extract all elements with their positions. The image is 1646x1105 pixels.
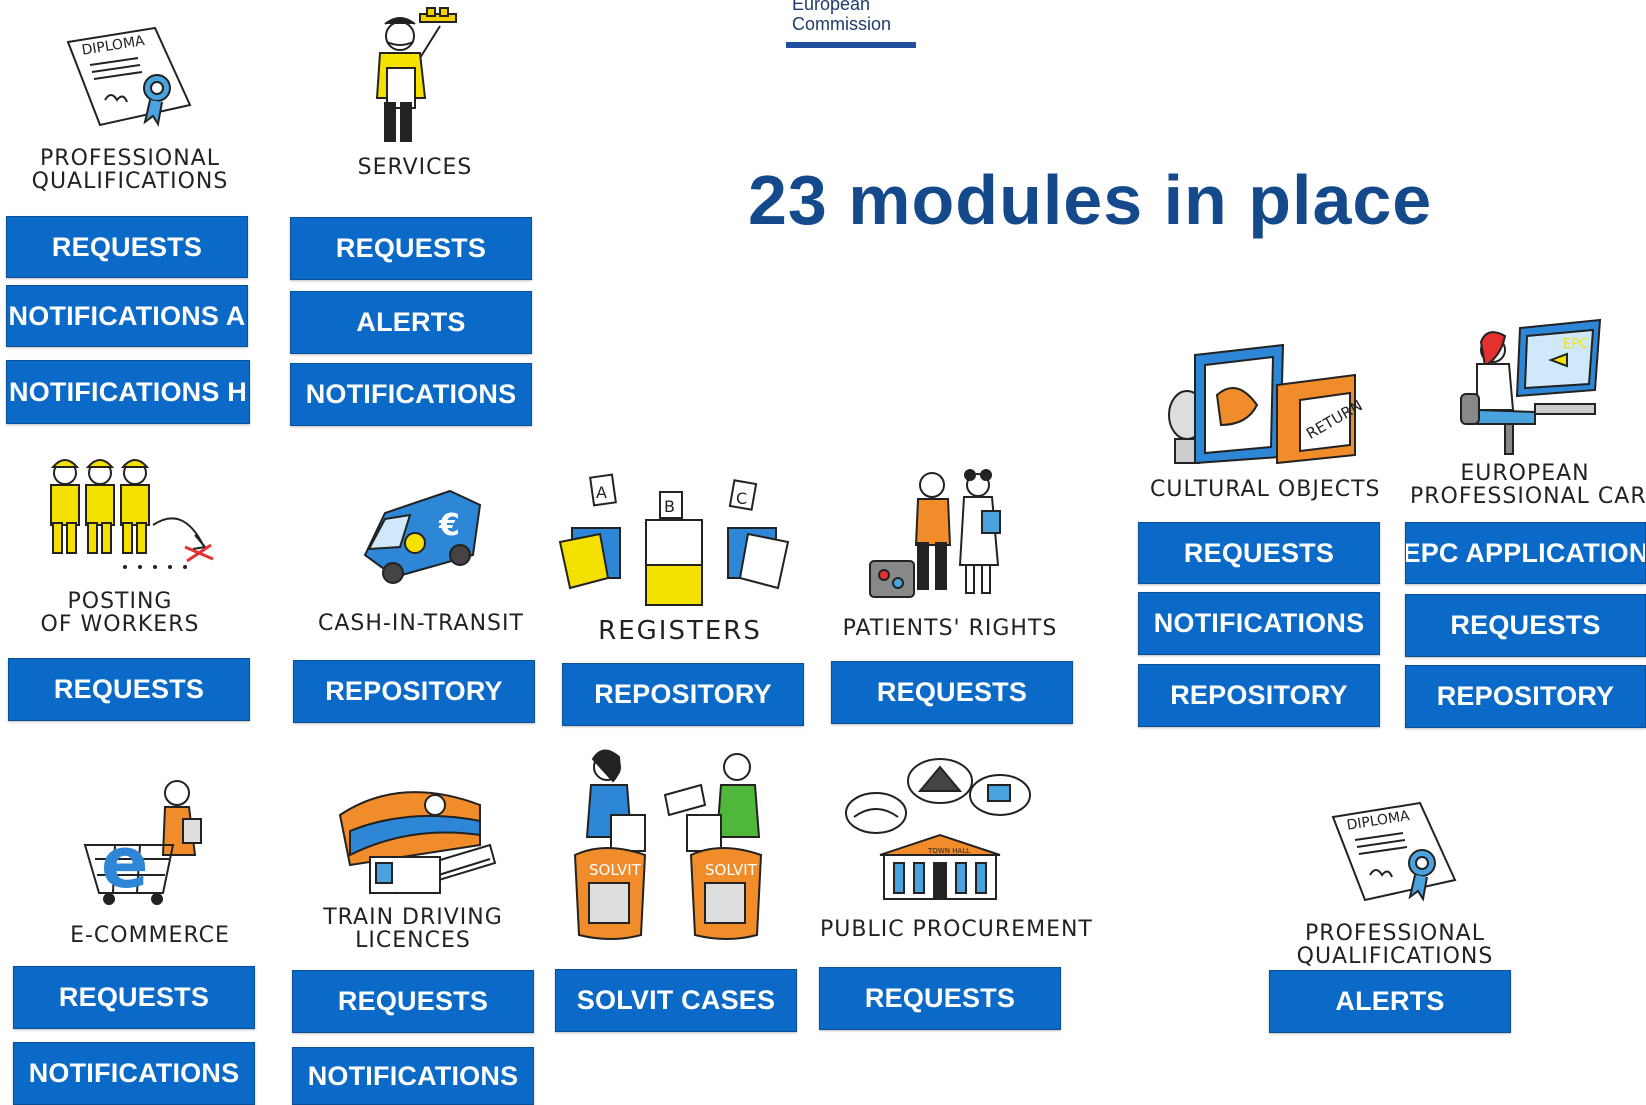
logo-line-1: European xyxy=(792,0,871,14)
caption-european-professional-card: EUROPEAN PROFESSIONAL CARD xyxy=(1410,461,1646,509)
svg-text:A: A xyxy=(596,483,607,502)
patients-rights-requests-button[interactable]: REQUESTS xyxy=(831,661,1073,724)
epc-repository-button[interactable]: REPOSITORY xyxy=(1405,665,1646,728)
cultural-requests-button[interactable]: REQUESTS xyxy=(1138,522,1380,584)
caption-posting-of-workers: POSTING OF WORKERS xyxy=(40,589,200,637)
caption-registers: REGISTERS xyxy=(598,616,762,646)
svg-text:e: e xyxy=(101,822,148,904)
services-requests-button[interactable]: REQUESTS xyxy=(290,217,532,280)
services-notifications-button[interactable]: NOTIFICATIONS xyxy=(290,363,532,426)
town-hall-icon: TOWN HALL xyxy=(845,758,1031,900)
cash-in-transit-repository-button[interactable]: REPOSITORY xyxy=(293,660,535,723)
diploma-icon: DIPLOMA xyxy=(66,26,192,127)
cultural-repository-button[interactable]: REPOSITORY xyxy=(1138,664,1380,727)
patient-doctor-icon xyxy=(869,469,1001,598)
caption-services: SERVICES xyxy=(357,155,473,180)
caption-patients-rights: PATIENTS' RIGHTS xyxy=(842,616,1058,641)
epc-application-button[interactable]: EPC APPLICATION xyxy=(1405,522,1646,584)
pq-notifications-h-button[interactable]: NOTIFICATIONS H xyxy=(6,360,250,424)
svg-text:EPC: EPC xyxy=(1563,337,1588,352)
services-alerts-button[interactable]: ALERTS xyxy=(290,291,532,354)
svg-text:SOLVIT: SOLVIT xyxy=(589,861,642,879)
public-procurement-requests-button[interactable]: REQUESTS xyxy=(819,967,1061,1030)
ecommerce-requests-button[interactable]: REQUESTS xyxy=(13,966,255,1029)
file-drawers-icon: A B C xyxy=(558,473,790,606)
caption-cash-in-transit: CASH-IN-TRANSIT xyxy=(318,611,524,636)
caption-train-driving-licences: TRAIN DRIVING LICENCES xyxy=(323,905,503,953)
diploma-icon: DIPLOMA xyxy=(1331,801,1457,902)
logo-line-2: Commission xyxy=(792,14,892,34)
page-title: 23 modules in place xyxy=(748,161,1433,239)
van-icon: € xyxy=(363,489,482,584)
ec-logo-text: European Commission xyxy=(792,0,891,34)
svg-text:C: C xyxy=(736,489,747,508)
caption-public-procurement: PUBLIC PROCUREMENT xyxy=(820,917,1093,942)
svg-text:SOLVIT: SOLVIT xyxy=(705,861,758,879)
svg-text:B: B xyxy=(664,497,675,516)
caption-e-commerce: E-COMMERCE xyxy=(70,923,230,948)
pq-requests-button[interactable]: REQUESTS xyxy=(6,216,248,278)
caption-professional-qualifications-2: PROFESSIONAL QUALIFICATIONS xyxy=(1296,921,1494,969)
caption-cultural-objects: CULTURAL OBJECTS xyxy=(1150,477,1381,502)
workers-icon xyxy=(50,459,214,569)
solvit-desks-icon: SOLVIT SOLVIT xyxy=(573,749,763,940)
waiter-icon xyxy=(375,7,457,142)
cultural-notifications-button[interactable]: NOTIFICATIONS xyxy=(1138,592,1380,655)
caption-professional-qualifications: PROFESSIONAL QUALIFICATIONS xyxy=(31,146,229,194)
svg-text:TOWN HALL: TOWN HALL xyxy=(927,847,970,855)
pq-notifications-a-button[interactable]: NOTIFICATIONS A xyxy=(6,285,248,347)
computer-user-icon: EPC xyxy=(1460,318,1602,455)
train-icon xyxy=(338,791,497,895)
train-notifications-button[interactable]: NOTIFICATIONS xyxy=(292,1047,534,1105)
pq-alerts-button[interactable]: ALERTS xyxy=(1269,970,1511,1033)
shopping-cart-icon: e xyxy=(83,780,202,905)
ecommerce-notifications-button[interactable]: NOTIFICATIONS xyxy=(13,1042,255,1105)
svg-text:€: € xyxy=(438,508,460,543)
logo-rule xyxy=(786,42,916,48)
solvit-cases-button[interactable]: SOLVIT CASES xyxy=(555,969,797,1032)
posting-requests-button[interactable]: REQUESTS xyxy=(8,658,250,721)
epc-requests-button[interactable]: REQUESTS xyxy=(1405,594,1646,657)
artwork-crate-icon: RETURN xyxy=(1168,343,1366,465)
train-requests-button[interactable]: REQUESTS xyxy=(292,970,534,1033)
registers-repository-button[interactable]: REPOSITORY xyxy=(562,663,804,726)
